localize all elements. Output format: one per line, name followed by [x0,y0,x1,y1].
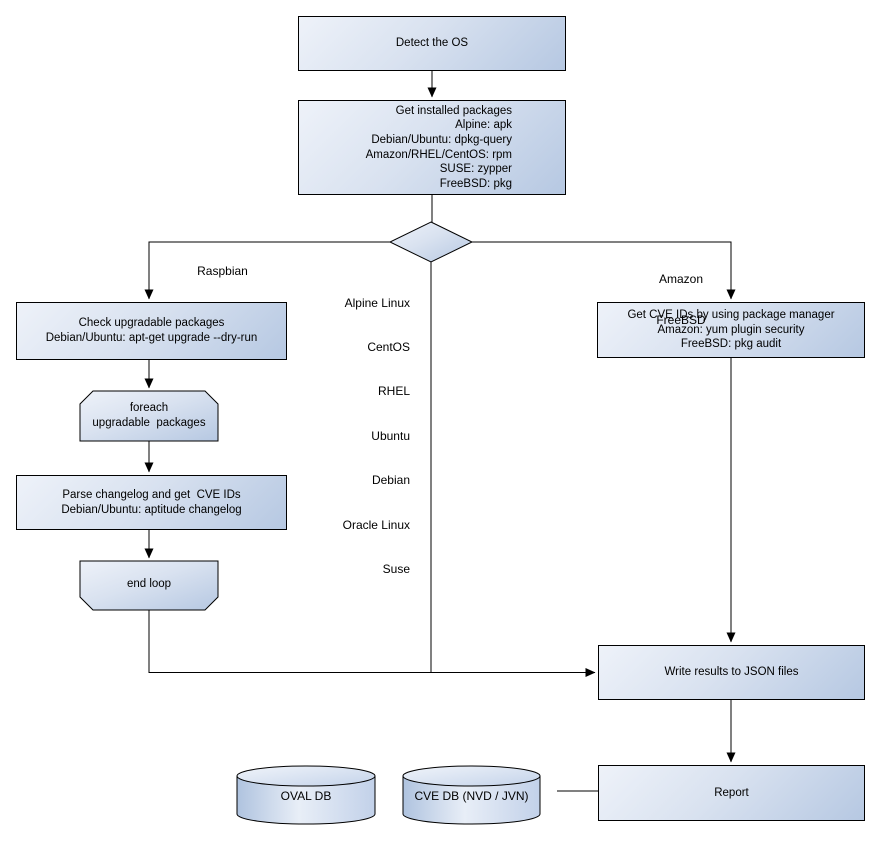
connectors [144,71,736,792]
node-get-installed-packages: Get installed packages Alpine: apk Debia… [298,100,566,195]
foreach-loop-text: foreach upgradable packages [80,391,218,441]
edge-label-line: Alpine Linux [344,295,410,310]
end-loop-shape [79,560,219,611]
node-write-results: Write results to JSON files [598,645,865,700]
node-line: Parse changelog and get CVE IDs [62,488,241,501]
node-line: upgradable packages [92,417,206,429]
node-detect-os-label: Detect the OS [395,37,469,50]
edge-label-line: FreeBSD [656,312,706,327]
node-line: Amazon: yum plugin security [657,323,805,336]
node-line: FreeBSD: pkg audit [680,338,782,351]
node-detect-os: Detect the OS [298,16,566,71]
node-report: Report [598,765,865,821]
node-get-cve-ids: Get CVE IDs by using package manager Ama… [597,302,865,358]
node-parse-changelog: Parse changelog and get CVE IDs Debian/U… [16,475,287,530]
edge-label-line: Amazon [658,272,704,286]
node-check-upgradable: Check upgradable packages Debian/Ubuntu:… [16,302,287,360]
node-line: Debian/Ubuntu: apt-get upgrade --dry-run [45,332,258,344]
node-report-label: Report [714,786,749,799]
node-line: Debian/Ubuntu: aptitude changelog [61,503,242,516]
node-line: Amazon/RHEL/CentOS: rpm [365,148,512,161]
edge-label-raspbian: Raspbian [197,264,248,278]
edge-endloop-to-write [148,610,596,677]
edge-label-direct-os-list: Alpine Linux CentOS RHEL Ubuntu Debian O… [290,266,410,606]
node-write-results-label: Write results to JSON files [664,666,799,679]
decision-diamond [388,221,474,263]
node-line: Get installed packages [395,104,512,117]
oval-db-cylinder [236,765,376,825]
node-line: SUSE: zypper [439,163,512,176]
node-line: FreeBSD: pkg [439,177,512,190]
foreach-loop-shape [79,390,219,442]
node-line: Debian/Ubuntu: dpkg-query [371,133,512,146]
edge-label-line: Debian [371,473,410,488]
edge-label-line: Ubuntu [371,428,410,443]
oval-db-label: OVAL DB [237,780,375,812]
edge-decision-to-check [144,241,390,300]
cve-db-cylinder [402,765,541,825]
node-line: Alpine: apk [455,119,512,132]
cylinder-label: CVE DB (NVD / JVN) [414,788,529,803]
node-line: foreach [129,402,169,415]
cve-db-label: CVE DB (NVD / JVN) [403,780,540,812]
end-loop-label: end loop [126,577,172,590]
end-loop-text: end loop [80,561,218,607]
edge-label-line: RHEL [377,384,410,399]
edge-label-line: Suse [382,561,410,576]
node-line: Get CVE IDs by using package manager [627,309,835,322]
edge-decision-to-getcve [472,241,736,300]
cylinder-label: OVAL DB [280,788,332,803]
edge-label-line: Oracle Linux [342,517,410,532]
edge-label-amazon-freebsd: Amazon FreeBSD [641,246,721,354]
edge-label-line: CentOS [367,339,410,354]
node-line: Check upgradable packages [78,317,225,330]
